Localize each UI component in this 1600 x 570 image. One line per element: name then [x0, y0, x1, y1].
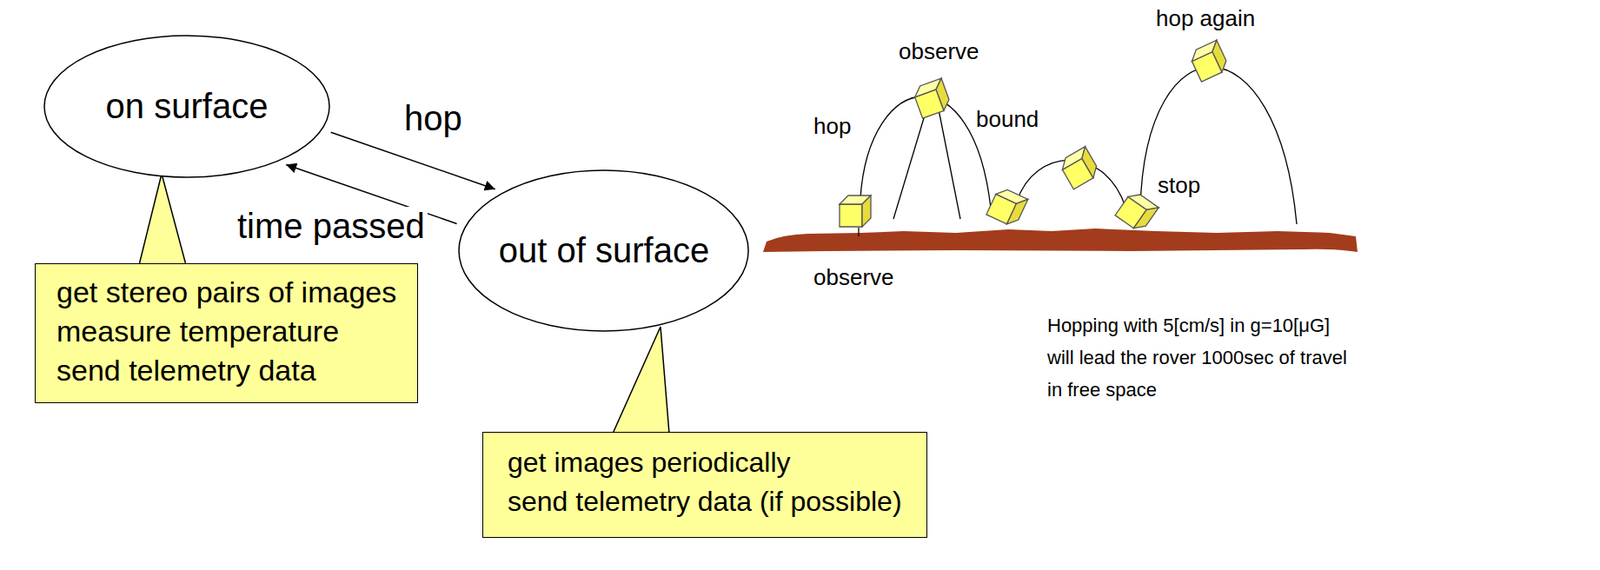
callout-line: get images periodically [507, 443, 903, 483]
motion-label: observe [813, 264, 895, 292]
state-name: on surface [106, 86, 269, 127]
motion-label: bound [975, 106, 1039, 133]
callout-line: send telemetry data (if possible) [507, 482, 903, 522]
transition-label: hop [401, 99, 465, 139]
callout-line: get stereo pairs of images [56, 272, 397, 313]
rover-cube [839, 39, 1230, 233]
callout-box: get stereo pairs of imagesmeasure temper… [34, 263, 419, 404]
transition-label: time passed [234, 206, 428, 246]
note-text: Hopping with 5[cm/s] in g=10[μG] will le… [1047, 309, 1348, 406]
state-ellipse: on surface [43, 34, 331, 179]
transition-arrow [331, 132, 496, 189]
state-name: out of surface [498, 231, 710, 271]
motion-label: hop again [1155, 5, 1255, 33]
ground [763, 228, 1358, 253]
callout-line: send telemetry data [56, 351, 397, 391]
motion-label: stop [1157, 172, 1201, 200]
callout-box: get images periodicallysend telemetry da… [482, 431, 928, 538]
callout-pointer [612, 326, 670, 434]
state-ellipse: out of surface [458, 169, 750, 332]
motion-label: hop [813, 112, 851, 140]
callout-line: measure temperature [56, 312, 397, 352]
trajectory [858, 66, 1297, 237]
motion-label: observe [898, 38, 980, 66]
callout-pointer [139, 173, 186, 266]
